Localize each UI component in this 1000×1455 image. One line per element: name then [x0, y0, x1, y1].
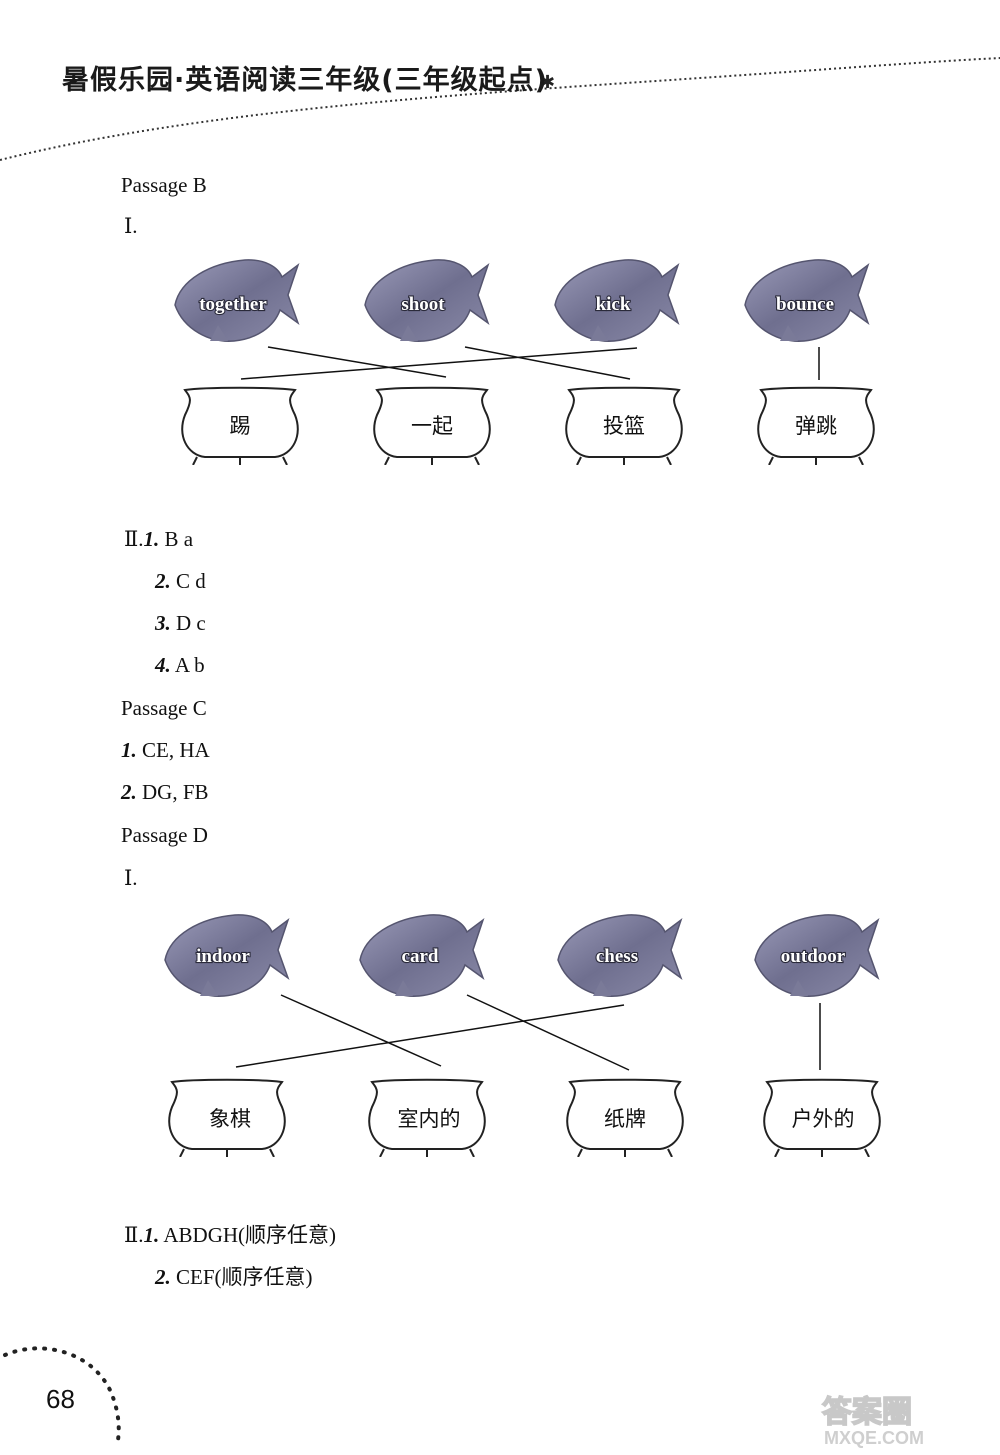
passage-d-part1-label: Ⅰ. [124, 866, 138, 890]
match-line [466, 994, 630, 1071]
book-title: 暑假乐园·英语阅读三年级(三年级起点) [62, 65, 548, 96]
answer-number: 3. [155, 611, 171, 635]
answer-text: ABDGH(顺序任意) [163, 1223, 337, 1247]
answer-number: 2. [155, 569, 171, 593]
passage-d-matching-diagram: indoor card chess outdoor 象棋 室内的 纸牌 户外的 [164, 914, 881, 1157]
match-line [267, 346, 447, 378]
fish-bounce: bounce [744, 259, 869, 342]
fish-word: card [402, 946, 439, 967]
answer-number: 1. [121, 738, 137, 762]
answer-text: A b [174, 653, 205, 677]
passage-b-part1-label: Ⅰ. [124, 214, 138, 238]
fish-card: card [359, 914, 484, 997]
match-line [464, 346, 631, 380]
match-line [235, 1004, 625, 1068]
watermark-logo: 答案圈 MXQE.COM [821, 1394, 924, 1448]
pot-toulan: 投篮 [565, 386, 683, 465]
pot-zhipai: 纸牌 [566, 1078, 684, 1157]
answer-text: CE, HA [142, 738, 210, 762]
passage-b-answer-4: 4. A b [155, 653, 205, 678]
pot-word: 纸牌 [604, 1107, 646, 1131]
answer-number: 4. [155, 653, 171, 677]
answer-text: D c [176, 611, 206, 635]
page-number: 68 [46, 1384, 75, 1414]
pot-word: 弹跳 [795, 414, 837, 438]
pot-word: 户外的 [792, 1107, 855, 1131]
pot-yiqi: 一起 [373, 386, 491, 465]
fish-indoor: indoor [164, 914, 289, 997]
fish-word: bounce [776, 294, 834, 315]
header-decoration: ✱ [0, 57, 1000, 161]
fish-word: shoot [401, 294, 445, 315]
fish-outdoor: outdoor [754, 914, 879, 997]
pot-ti: 踢 [181, 386, 299, 465]
passage-c-answer-2: 2. DG, FB [121, 780, 209, 805]
star-icon: ✱ [540, 72, 555, 92]
svg-text:MXQE.COM: MXQE.COM [824, 1428, 924, 1448]
answer-number: 2. [155, 1265, 171, 1289]
fish-word: indoor [196, 946, 250, 967]
pot-word: 一起 [411, 414, 453, 438]
answer-text: B a [164, 527, 194, 551]
fish-word: outdoor [781, 946, 846, 967]
fish-together: together [174, 259, 299, 342]
match-line [280, 994, 442, 1067]
pot-shinei: 室内的 [368, 1078, 486, 1157]
answer-text: C d [176, 569, 206, 593]
passage-d-heading: Passage D [121, 823, 208, 847]
passage-c-answer-1: 1. CE, HA [121, 738, 210, 763]
fish-word: chess [596, 946, 638, 967]
pot-word: 踢 [230, 414, 251, 438]
fish-word: kick [596, 294, 631, 315]
passage-d-answer-1: Ⅱ.1. ABDGH(顺序任意) [124, 1219, 336, 1249]
fish-chess: chess [557, 914, 682, 997]
pot-word: 室内的 [398, 1107, 461, 1131]
pot-huwai: 户外的 [763, 1078, 881, 1157]
passage-d-answer-2: 2. CEF(顺序任意) [155, 1261, 313, 1291]
pot-xiangqi: 象棋 [168, 1078, 286, 1157]
answer-number: 1. [143, 527, 160, 551]
svg-text:答案圈: 答案圈 [822, 1395, 912, 1430]
passage-b-answer-3: 3. D c [155, 611, 206, 636]
passage-b-matching-diagram: together shoot kick bounce 踢 一起 投篮 弹跳 [174, 259, 875, 465]
fish-word: together [199, 294, 267, 315]
passage-b-answer-1: Ⅱ.1. B a [124, 527, 193, 552]
pot-word: 投篮 [603, 414, 645, 438]
pot-word: 象棋 [209, 1107, 251, 1131]
part2-label: Ⅱ. [124, 1223, 144, 1247]
passage-b-answer-2: 2. C d [155, 569, 206, 594]
fish-shoot: shoot [364, 259, 489, 342]
answer-number: 2. [121, 780, 137, 804]
fish-kick: kick [554, 259, 679, 342]
passage-b-heading: Passage B [121, 173, 207, 197]
answer-text: DG, FB [142, 780, 209, 804]
footer-dotted-arc [3, 1346, 121, 1442]
passage-c-heading: Passage C [121, 696, 207, 720]
answer-text: CEF(顺序任意) [176, 1265, 313, 1289]
answer-number: 1. [143, 1223, 160, 1247]
part2-label: Ⅱ. [124, 527, 144, 551]
pot-tantiao: 弹跳 [757, 386, 875, 465]
match-line [240, 347, 638, 380]
